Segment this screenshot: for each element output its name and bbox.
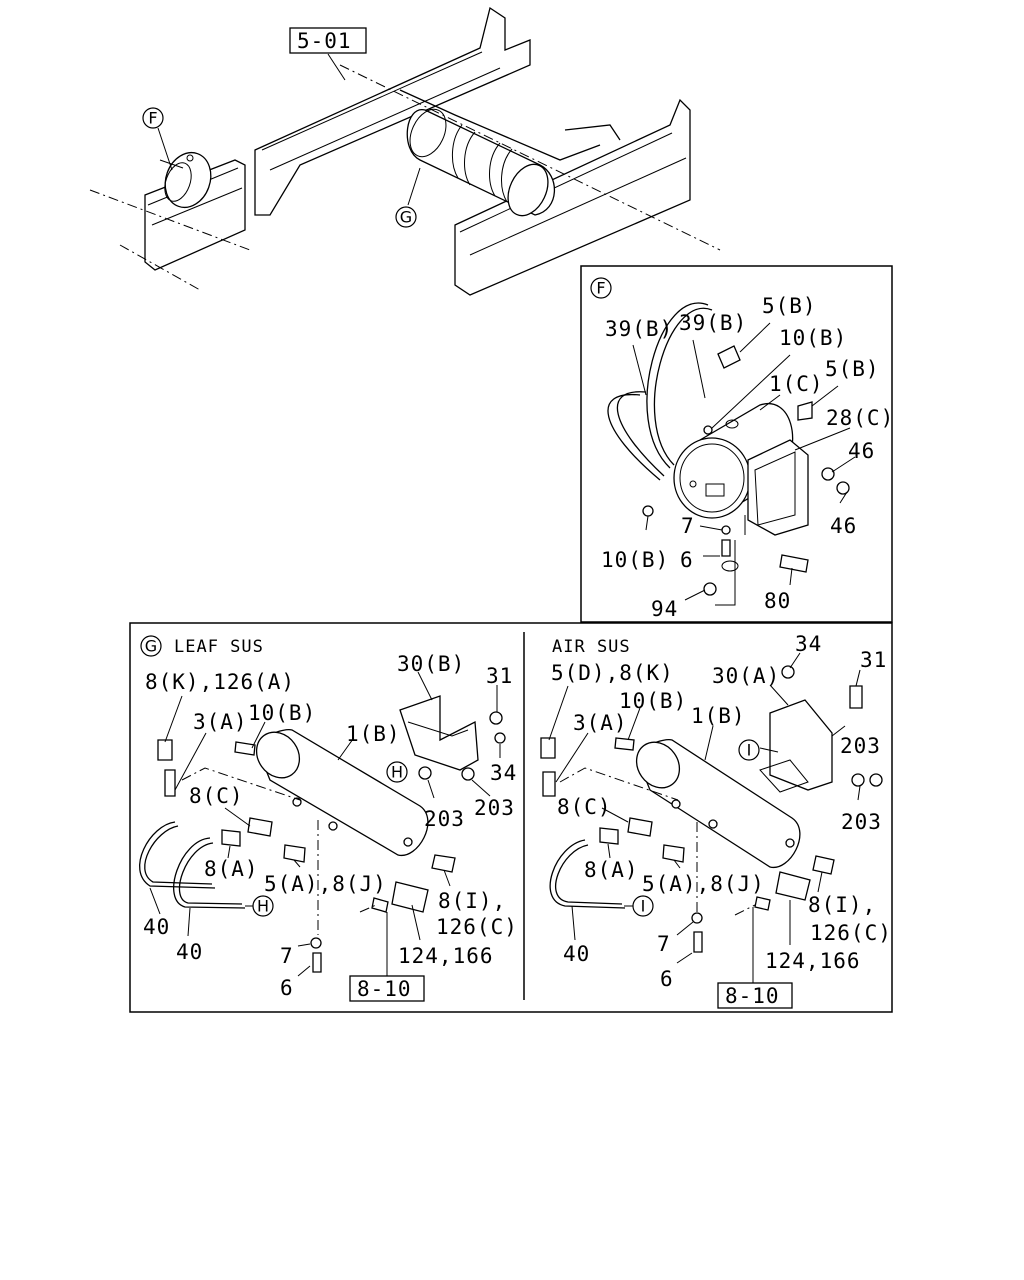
leaf-label-5a8j: 5(A),8(J): [264, 872, 387, 896]
leaf-label-8a: 8(A): [204, 857, 259, 881]
air-label-5a8j: 5(A),8(J): [642, 872, 765, 896]
air-label-40: 40: [563, 942, 590, 966]
label-10b-a: 10(B): [779, 326, 847, 350]
callout-top-f: F: [142, 107, 164, 129]
air-callout-i-bracket: I: [747, 741, 752, 760]
label-46-b: 46: [830, 514, 857, 538]
air-section-title: AIR SUS: [552, 637, 631, 657]
leaf-label-40-b: 40: [176, 940, 203, 964]
leaf-label-40-a: 40: [143, 915, 170, 939]
detail-f-panel: F: [580, 265, 894, 623]
bottom-panel-frame: [129, 622, 893, 1013]
label-1c: 1(C): [769, 372, 824, 396]
label-28c: 28(C): [826, 406, 894, 430]
chassis-overview: [89, 6, 721, 296]
leaf-label-126c: 126(C): [436, 915, 518, 939]
leaf-label-8i: 8(I),: [438, 889, 506, 913]
air-label-8i: 8(I),: [808, 893, 876, 917]
air-label-31: 31: [860, 648, 887, 672]
leaf-ref-pipe-label: 8-10: [357, 977, 412, 1001]
label-94: 94: [651, 597, 678, 621]
leaf-callout-g: G: [145, 637, 157, 656]
air-callout-i-pipe: I: [641, 897, 646, 916]
label-5b-a: 5(B): [762, 294, 817, 318]
leaf-label-34: 34: [490, 761, 517, 785]
callout-top-f-label: F: [148, 109, 157, 128]
air-label-10b: 10(B): [619, 689, 687, 713]
label-6: 6: [680, 548, 694, 572]
leaf-label-3a: 3(A): [193, 710, 248, 734]
air-label-203-a: 203: [840, 734, 881, 758]
ref-frame-label: 5-01: [297, 29, 352, 53]
leaf-sus-panel: G LEAF SUS: [139, 635, 518, 1002]
air-label-6: 6: [660, 967, 674, 991]
label-7: 7: [681, 514, 695, 538]
air-label-7: 7: [657, 932, 671, 956]
leaf-ref-box-pipe[interactable]: 8-10: [349, 975, 425, 1002]
leaf-label-203-b: 203: [474, 796, 515, 820]
label-80: 80: [764, 589, 791, 613]
leaf-label-8c: 8(C): [189, 784, 244, 808]
ref-box-frame[interactable]: 5-01: [289, 27, 367, 54]
air-sus-panel: AIR SUS: [540, 632, 892, 1009]
label-39b-b: 39(B): [679, 311, 747, 335]
air-label-124166: 124,166: [765, 949, 861, 973]
label-5b-b: 5(B): [825, 357, 880, 381]
leaf-label-6: 6: [280, 976, 294, 1000]
air-label-8a: 8(A): [584, 858, 639, 882]
leaf-callout-h-bracket: H: [391, 763, 403, 782]
air-label-203-b: 203: [841, 810, 882, 834]
air-ref-box-pipe[interactable]: 8-10: [717, 982, 793, 1009]
leaf-label-10b: 10(B): [248, 701, 316, 725]
label-46-a: 46: [848, 439, 875, 463]
air-label-3a: 3(A): [573, 711, 628, 735]
detail-f-callout: F: [596, 279, 605, 298]
label-39b-a: 39(B): [605, 317, 673, 341]
leaf-section-title: LEAF SUS: [174, 637, 264, 657]
air-label-8c: 8(C): [557, 795, 612, 819]
air-ref-pipe-label: 8-10: [725, 984, 780, 1008]
callout-top-g: G: [395, 206, 417, 228]
leaf-label-1b: 1(B): [346, 722, 401, 746]
leaf-label-203-a: 203: [424, 807, 465, 831]
leaf-label-124166: 124,166: [398, 944, 494, 968]
leaf-label-8k126a: 8(K),126(A): [145, 670, 295, 694]
air-label-30a: 30(A): [712, 664, 780, 688]
leaf-label-30b: 30(B): [397, 652, 465, 676]
air-label-1b: 1(B): [691, 704, 746, 728]
callout-top-g-label: G: [400, 208, 412, 227]
air-label-5d8k: 5(D),8(K): [551, 661, 674, 685]
label-10b-b: 10(B): [601, 548, 669, 572]
air-label-126c: 126(C): [810, 921, 892, 945]
leaf-callout-h-pipe: H: [257, 897, 269, 916]
air-label-34: 34: [795, 632, 822, 656]
leaf-label-7: 7: [280, 944, 294, 968]
leaf-label-31: 31: [486, 664, 513, 688]
